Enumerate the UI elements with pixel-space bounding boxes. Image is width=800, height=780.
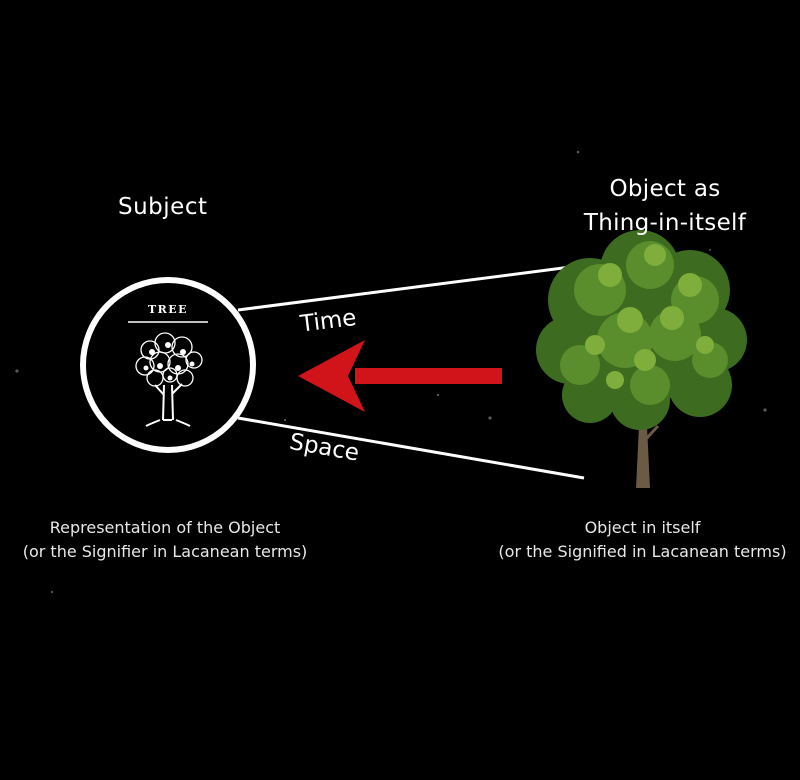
object-title-line1: Object as xyxy=(609,176,721,202)
red-arrow xyxy=(298,340,502,412)
tree-sketch-icon xyxy=(135,332,203,427)
caption-right-line1: Object in itself xyxy=(584,518,701,537)
caption-object-in-itself: Object in itself (or the Signified in La… xyxy=(470,516,800,564)
sign-text: TREE xyxy=(148,303,188,316)
time-connector-line xyxy=(237,263,587,312)
object-title: Object as Thing-in-itself xyxy=(540,172,790,240)
caption-right-line2: (or the Signified in Lacanean terms) xyxy=(498,542,787,561)
caption-left-line1: Representation of the Object xyxy=(49,518,281,537)
time-label: Time xyxy=(298,305,358,338)
subject-label: Subject xyxy=(118,194,208,220)
tree-photo-icon xyxy=(536,230,747,488)
object-title-line2: Thing-in-itself xyxy=(583,210,747,236)
subject-sign-circle: TREE xyxy=(80,277,256,453)
background-specks xyxy=(15,150,767,594)
caption-representation: Representation of the Object (or the Sig… xyxy=(0,516,330,564)
space-label: Space xyxy=(288,429,362,467)
caption-left-line2: (or the Signifier in Lacanean terms) xyxy=(22,542,308,561)
space-connector-line xyxy=(237,416,585,480)
